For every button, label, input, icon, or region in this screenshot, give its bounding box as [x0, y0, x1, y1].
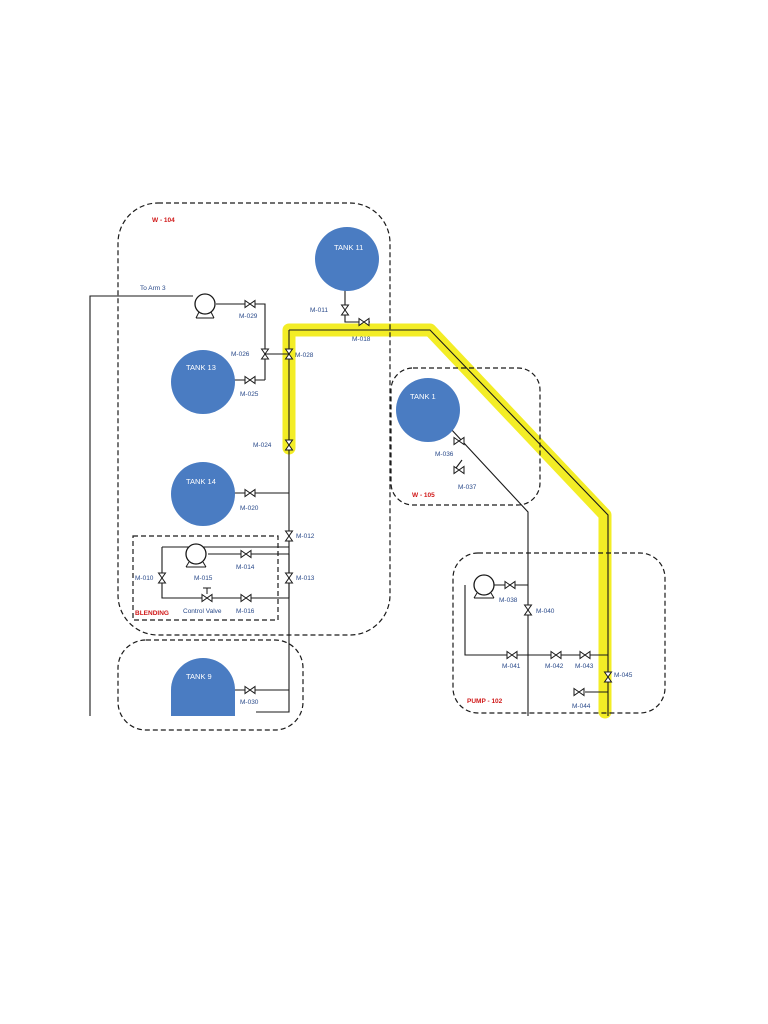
- label-m041: M-041: [502, 663, 521, 670]
- to-arm3-label: To Arm 3: [140, 285, 166, 292]
- valve-m030: [244, 686, 256, 694]
- area-box-blending: [132, 535, 279, 621]
- label-m011: M-011: [310, 307, 328, 314]
- label-m040: M-040: [536, 608, 555, 615]
- label-m018-top: M-018: [352, 336, 371, 343]
- valve-m020: [244, 489, 256, 497]
- tank-1-label: TANK 1: [410, 392, 436, 401]
- valve-m036: [453, 437, 465, 445]
- label-m025: M-025: [240, 391, 259, 398]
- valve-m016: [240, 594, 252, 602]
- label-m028: M-028: [295, 352, 314, 359]
- pump-blending: [185, 543, 207, 568]
- label-m015: M-015: [194, 575, 213, 582]
- area-box-pump102: [452, 552, 666, 714]
- label-m036: M-036: [435, 451, 454, 458]
- label-m012: M-012: [296, 533, 315, 540]
- label-m045: M-045: [614, 672, 633, 679]
- tank-14: TANK 14: [171, 462, 235, 526]
- label-m016: M-016: [236, 608, 255, 615]
- valve-control: [201, 594, 213, 602]
- pump-to-arm3: [194, 293, 216, 319]
- tank-9: TANK 9: [171, 658, 235, 716]
- label-m043: M-043: [575, 663, 594, 670]
- area-box-w105: [390, 367, 541, 506]
- area-label-blending: BLENDING: [135, 610, 169, 617]
- area-box-w104: [117, 202, 391, 636]
- pump-102: [473, 574, 495, 599]
- label-m030: M-030: [240, 699, 259, 706]
- valve-m010: [158, 572, 166, 584]
- label-m010: M-010: [135, 575, 154, 582]
- area-box-tank9: [117, 639, 304, 731]
- valve-m044: [573, 688, 585, 696]
- tank-13: TANK 13: [171, 350, 235, 414]
- tank-11-label: TANK 11: [334, 243, 363, 252]
- valve-m041: [506, 651, 518, 659]
- label-m038: M-038: [499, 597, 518, 604]
- valve-m025: [244, 376, 256, 384]
- area-label-w104: W - 104: [152, 217, 175, 224]
- valve-m029: [244, 300, 256, 308]
- valve-m013: [285, 572, 293, 584]
- tank-1: TANK 1: [396, 378, 460, 442]
- valves: [158, 300, 612, 696]
- valve-m043: [579, 651, 591, 659]
- valve-m042: [550, 651, 562, 659]
- label-m026: M-026: [231, 351, 250, 358]
- valve-m011: [341, 304, 349, 316]
- label-m029: M-029: [239, 313, 258, 320]
- label-m014: M-014: [236, 564, 255, 571]
- tank-13-label: TANK 13: [186, 363, 216, 372]
- label-m020: M-020: [240, 505, 259, 512]
- label-m013: M-013: [296, 575, 315, 582]
- valve-m014: [240, 550, 252, 558]
- valve-m037: [453, 466, 465, 474]
- label-m037: M-037: [458, 484, 477, 491]
- tank-9-label: TANK 9: [186, 672, 212, 681]
- valve-m040: [524, 604, 532, 616]
- area-label-w105: W - 105: [412, 492, 435, 499]
- valve-m012: [285, 530, 293, 542]
- label-m042: M-042: [545, 663, 564, 670]
- valve-m038: [504, 581, 516, 589]
- tank-14-label: TANK 14: [186, 477, 216, 486]
- label-m044: M-044: [572, 703, 591, 710]
- pipes: [89, 286, 609, 716]
- area-label-pump102: PUMP - 102: [467, 698, 503, 705]
- tank-11: TANK 11: [315, 227, 379, 291]
- control-valve-label: Control Valve: [183, 608, 222, 615]
- label-m024: M-024: [253, 442, 272, 449]
